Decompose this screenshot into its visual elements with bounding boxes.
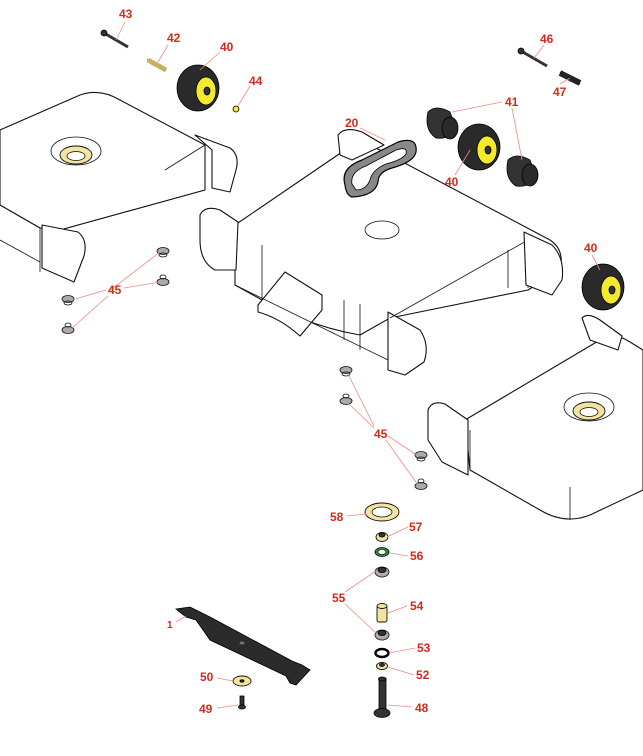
washer-53: [374, 647, 390, 659]
callout-54: 54: [410, 599, 424, 613]
bearing-55: [374, 566, 390, 578]
callout-57: 57: [409, 520, 423, 534]
spacer-42: [146, 57, 168, 73]
deck-belt: [343, 139, 417, 198]
callout-55: 55: [332, 591, 346, 605]
spacer-54: [376, 603, 388, 623]
leader-lines: [71, 21, 601, 709]
callout-41: 41: [505, 95, 519, 109]
roller: [506, 155, 539, 187]
right-deck-shell: [427, 314, 643, 520]
deck-wheel: [176, 64, 220, 112]
callout-53: 53: [417, 641, 431, 655]
bearing-55: [374, 629, 390, 641]
bolt-43: [100, 29, 129, 49]
deck-wheel: [457, 123, 501, 171]
callout-47: 47: [553, 85, 567, 99]
spindle-shaft-48: [373, 676, 391, 718]
left-deck-shell: [0, 91, 238, 283]
bolt-49: [238, 695, 246, 710]
callout-42: 42: [167, 31, 181, 45]
nut-52: [376, 662, 388, 670]
callout-56: 56: [410, 549, 424, 563]
center-deck: [199, 129, 564, 376]
bushing: [156, 247, 170, 258]
bushing: [414, 478, 428, 490]
bushing: [339, 393, 353, 405]
deck-wheel: [581, 263, 625, 311]
nut-44: [232, 105, 240, 113]
bushing: [339, 366, 353, 377]
bushing: [414, 451, 428, 462]
bushing: [156, 274, 170, 286]
callout-46: 46: [540, 32, 554, 46]
callout-44: 44: [249, 74, 263, 88]
roller: [426, 107, 459, 140]
callout-58: 58: [330, 510, 344, 524]
callout-50: 50: [200, 670, 214, 684]
spindle-housing-58: [364, 502, 400, 522]
callout-48: 48: [415, 701, 429, 715]
callout-40: 40: [220, 40, 234, 54]
callout-45: 45: [108, 283, 122, 297]
washer-50: [232, 675, 252, 687]
callout-20: 20: [345, 116, 359, 130]
callout-40: 40: [584, 241, 598, 255]
callout-52: 52: [416, 668, 430, 682]
callout-49: 49: [199, 702, 213, 716]
bolt-46: [517, 47, 548, 68]
bushing: [61, 322, 75, 334]
callout-1: 1: [167, 620, 173, 631]
callout-45: 45: [374, 427, 388, 441]
callout-43: 43: [119, 7, 133, 21]
seal-56: [374, 547, 390, 557]
nut-57: [375, 532, 389, 542]
callout-40: 40: [445, 175, 459, 189]
mower-blade: [175, 606, 311, 686]
